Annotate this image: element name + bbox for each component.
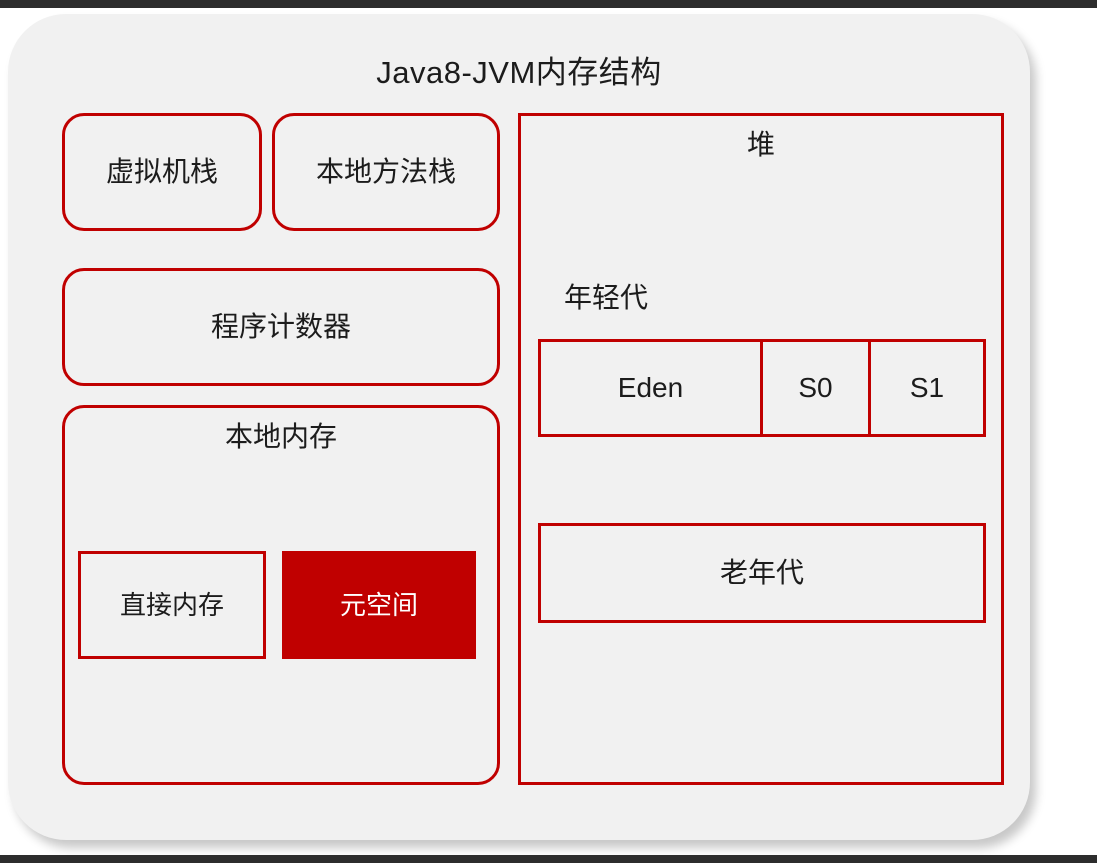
node-direct-memory[interactable]: 直接内存: [78, 551, 266, 659]
node-metaspace[interactable]: 元空间: [282, 551, 476, 659]
jvm-memory-diagram-card: Java8-JVM内存结构 虚拟机栈 本地方法栈 程序计数器 本地内存 直接内存…: [8, 14, 1030, 840]
node-survivor1-region[interactable]: S1: [868, 342, 983, 434]
node-old-generation-label: 老年代: [719, 556, 804, 588]
node-vm-stack-label: 虚拟机栈: [105, 155, 218, 187]
node-old-generation[interactable]: 老年代: [538, 523, 986, 623]
page-title: Java8-JVM内存结构: [376, 55, 662, 90]
node-vm-stack[interactable]: 虚拟机栈: [62, 113, 262, 231]
node-eden-region-label: Eden: [617, 372, 684, 403]
young-generation-label: 年轻代: [564, 282, 649, 313]
node-program-counter-label: 程序计数器: [210, 310, 351, 342]
node-program-counter[interactable]: 程序计数器: [62, 268, 500, 386]
node-survivor0-region[interactable]: S0: [760, 342, 868, 434]
node-survivor1-region-label: S1: [909, 372, 945, 403]
node-direct-memory-label: 直接内存: [119, 589, 224, 620]
node-survivor0-region-label: S0: [798, 372, 833, 403]
node-heap-label: 堆: [746, 129, 775, 160]
node-metaspace-label: 元空间: [339, 589, 418, 620]
node-heap[interactable]: 堆: [518, 113, 1004, 785]
node-native-memory-label: 本地内存: [224, 421, 337, 452]
node-eden-region[interactable]: Eden: [541, 342, 760, 434]
top-chrome-bar: [0, 0, 1097, 8]
young-generation-regions-row: Eden S0 S1: [538, 339, 986, 437]
bottom-chrome-bar: [0, 855, 1097, 863]
node-native-method-stack[interactable]: 本地方法栈: [272, 113, 500, 231]
node-native-method-stack-label: 本地方法栈: [315, 155, 456, 187]
